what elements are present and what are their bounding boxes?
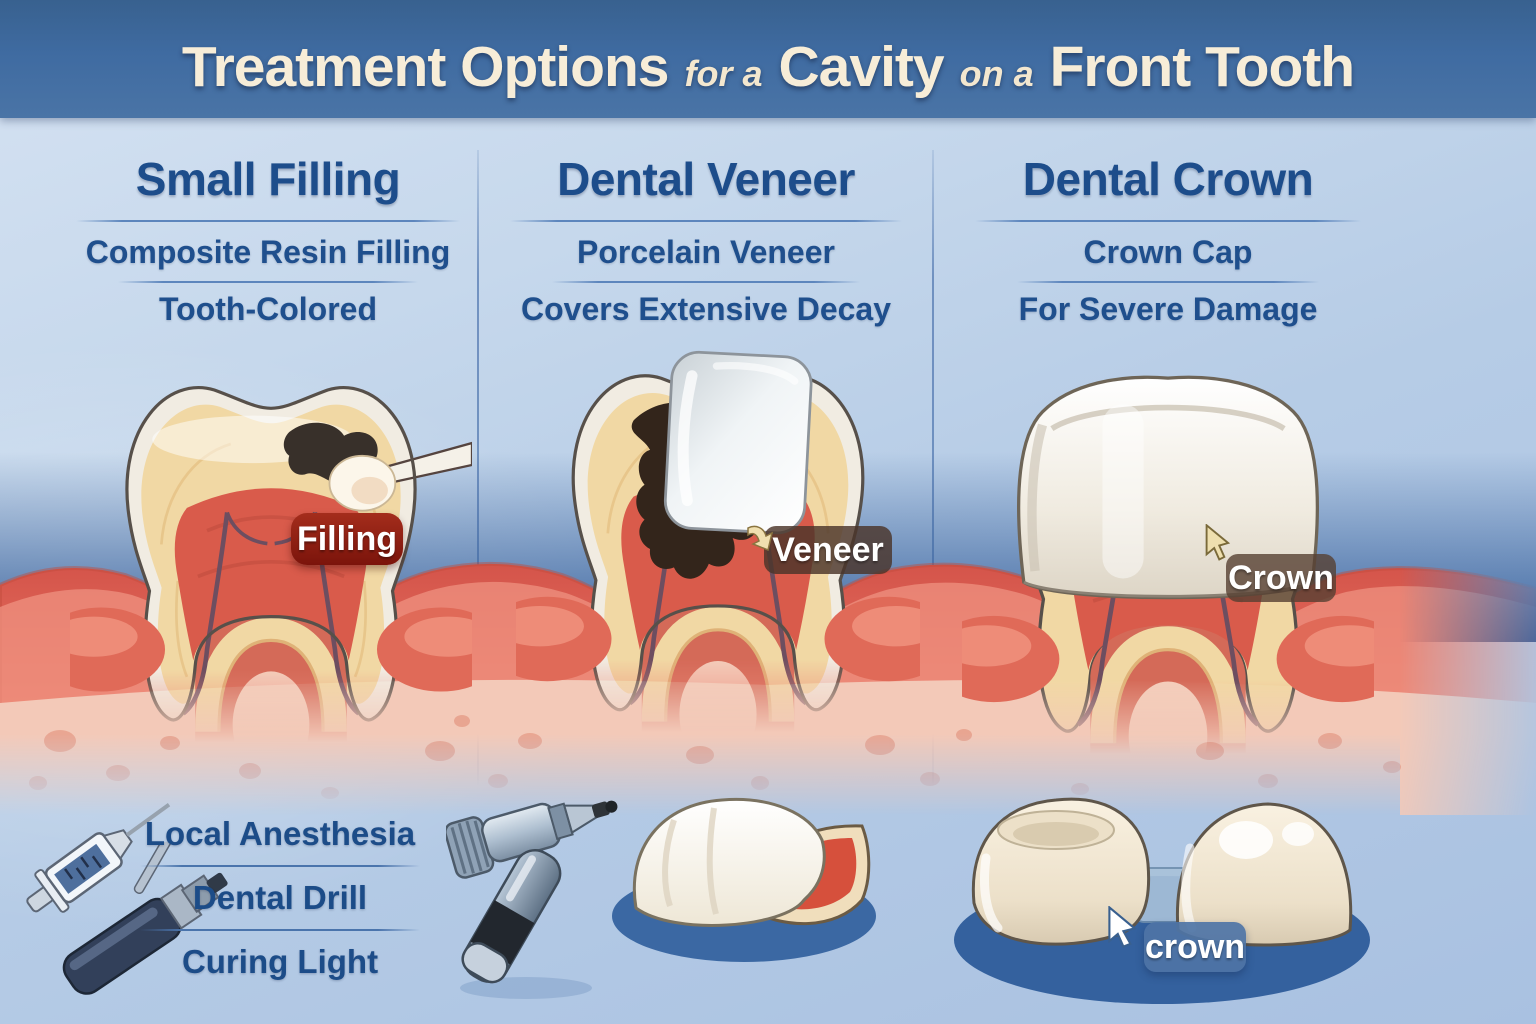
- divider: [140, 865, 420, 867]
- tool-item: Curing Light: [181, 943, 379, 980]
- dentin-arch-edge: [217, 638, 325, 732]
- pointer-arrow-icon: [1205, 524, 1231, 561]
- gum-collar: [70, 607, 472, 692]
- curved-arrow-icon: [747, 525, 774, 552]
- veneer-callout-label: Veneer: [764, 526, 892, 574]
- dental-crown-cap: [1017, 375, 1319, 600]
- column-title: Small Filling: [135, 153, 401, 205]
- syringe-icon: [26, 802, 171, 913]
- dentin-arch-edge: [1112, 647, 1224, 744]
- tool-item: Dental Drill: [192, 879, 368, 916]
- porcelain-veneer-shell: [663, 350, 813, 535]
- column-subtitle: Composite Resin Filling: [85, 234, 451, 270]
- dentin-arch: [641, 606, 795, 722]
- divider: [510, 220, 902, 222]
- page-title: Treatment Options for a Cavity on a Fron…: [0, 0, 1536, 118]
- title-part: Cavity: [778, 35, 945, 99]
- tooth-crown-illustration: [962, 375, 1374, 762]
- cursor-icon: [1108, 906, 1137, 948]
- title-part: on a: [959, 53, 1034, 94]
- curing-light-icon: [62, 842, 228, 995]
- title-part: Front Tooth: [1049, 35, 1355, 99]
- veneer-shell-icon: [612, 797, 876, 962]
- bone-texture-spots: [29, 715, 1401, 799]
- crown-callout-label: Crown: [1226, 554, 1336, 602]
- divider: [975, 220, 1361, 222]
- furcation-bone: [1128, 681, 1208, 762]
- divider: [552, 281, 860, 283]
- crown-cap-right: [1175, 802, 1353, 947]
- divider: [1017, 281, 1319, 283]
- column-subtitle: For Severe Damage: [1018, 291, 1318, 327]
- column-title: Dental Crown: [1022, 153, 1314, 205]
- dentin-arch: [195, 617, 347, 732]
- gum-collar: [516, 596, 920, 682]
- header-banner: [0, 0, 1536, 118]
- shell-shading: [662, 807, 719, 915]
- tooth-filling-illustration: [70, 386, 472, 750]
- tooth-veneer-illustration: [516, 350, 920, 740]
- crown-tag-label: crown: [1144, 922, 1246, 972]
- filling-callout-label: Filling: [291, 513, 403, 565]
- title-part: Treatment Options: [181, 35, 670, 99]
- gum-collar: [962, 615, 1374, 703]
- column-crown-heading: Dental Crown Crown Cap For Severe Damage: [975, 152, 1361, 328]
- tool-item: Local Anesthesia: [144, 815, 416, 852]
- dentin-arch: [1090, 626, 1246, 744]
- filling-shading: [351, 476, 388, 505]
- column-title: Dental Veneer: [557, 153, 855, 205]
- furcation-bone: [679, 661, 757, 740]
- column-subtitle: Covers Extensive Decay: [521, 291, 891, 327]
- tooth-outline: [125, 386, 417, 722]
- dental-drill-icon: [446, 800, 618, 999]
- column-veneer-heading: Dental Veneer Porcelain Veneer Covers Ex…: [510, 152, 902, 328]
- furcation-bone: [232, 671, 310, 750]
- column-subtitle: Porcelain Veneer: [577, 234, 835, 270]
- title-part: for a: [684, 53, 763, 94]
- tool-list: Local Anesthesia Dental Drill Curing Lig…: [130, 814, 430, 982]
- divider: [118, 281, 418, 283]
- column-subtitle: Crown Cap: [1083, 234, 1253, 270]
- column-filling-heading: Small Filling Composite Resin Filling To…: [76, 152, 460, 328]
- divider: [76, 220, 460, 222]
- column-subtitle: Tooth-Colored: [158, 291, 377, 327]
- crown-cap-left: [971, 797, 1151, 946]
- crown-caps-icon: [954, 797, 1370, 1004]
- veneer-front-shell: [632, 797, 826, 927]
- dentin-arch-edge: [664, 628, 772, 722]
- divider: [140, 929, 420, 931]
